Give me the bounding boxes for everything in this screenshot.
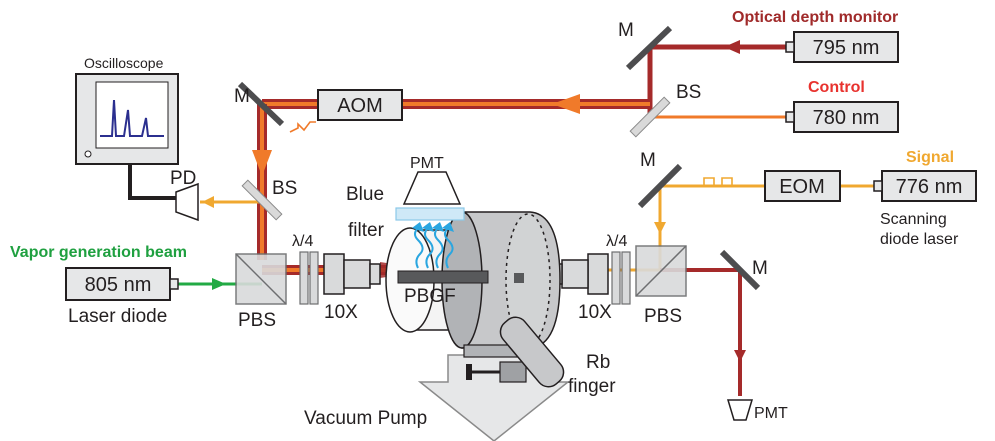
mirror-right-label: M (640, 150, 656, 171)
vacuum-pump-label: Vacuum Pump (304, 408, 427, 429)
rb-label: Rb (586, 352, 610, 373)
beamsplitter-top (629, 96, 671, 138)
mirror-right (637, 163, 683, 209)
laser-780-box: 780 nm (785, 101, 899, 133)
laser-795-label: 795 nm (813, 37, 880, 59)
mirror-bottom-right-label: M (752, 258, 768, 279)
beam-795 (647, 40, 788, 115)
beam-to-pd (200, 196, 262, 208)
qwp-right-label: λ/4 (606, 233, 627, 250)
qwp-left-label: λ/4 (292, 233, 313, 250)
obj-left-label: 10X (324, 302, 358, 323)
eom-label: EOM (779, 176, 825, 198)
optical-depth-monitor-label: Optical depth monitor (732, 9, 898, 26)
waveplate-left (299, 251, 319, 305)
beamsplitter-left (241, 179, 283, 221)
pbs-left-label: PBS (238, 310, 276, 331)
pbgf-label: PBGF (404, 286, 456, 307)
finger-label: finger (568, 376, 616, 397)
vapor-generation-beam-label: Vapor generation beam (10, 244, 187, 261)
blue-filter (395, 207, 465, 221)
bs-top-label: BS (676, 82, 701, 103)
oscilloscope (75, 73, 179, 200)
pmt-top-label: PMT (410, 155, 444, 172)
pd-label: PD (170, 168, 196, 189)
laser-diode-label: Laser diode (68, 306, 167, 327)
laser-795-box: 795 nm (785, 31, 899, 63)
filter-label: filter (348, 220, 385, 241)
laser-805-label: 805 nm (85, 274, 152, 296)
pmt-top-detector (402, 171, 462, 205)
aom-label: AOM (337, 95, 383, 117)
waveplate-right (611, 251, 631, 305)
obj-right-label: 10X (578, 302, 612, 323)
signal-label: Signal (906, 149, 954, 166)
fluorescence-arrowheads (412, 222, 454, 232)
mirror-bottom-right (719, 249, 761, 291)
diode-laser-label: diode laser (880, 231, 959, 248)
laser-776-label: 776 nm (896, 176, 963, 198)
aom-box: AOM (317, 89, 403, 121)
objective-left (323, 253, 381, 295)
control-label: Control (808, 79, 865, 96)
eom-box: EOM (764, 170, 841, 202)
oscilloscope-label: Oscilloscope (84, 55, 164, 71)
photodiode (175, 182, 199, 222)
laser-776-box: 776 nm (873, 170, 977, 202)
pbs-left (235, 253, 287, 305)
vacuum-chamber (385, 211, 571, 441)
mirror-top-label: M (618, 20, 634, 41)
mirror-left (237, 81, 285, 127)
scanning-label: Scanning (880, 211, 947, 228)
pbs-right (635, 245, 687, 297)
laser-780-label: 780 nm (813, 107, 880, 129)
laser-805-box: 805 nm (65, 267, 179, 301)
pmt-bottom-label: PMT (754, 405, 788, 422)
blue-label: Blue (346, 184, 384, 205)
mirror-left-label: M (234, 86, 250, 107)
fluorescence-arrows (414, 227, 454, 269)
pmt-bottom-detector (726, 399, 754, 421)
mirror-top (625, 25, 673, 71)
bs-left-label: BS (272, 178, 297, 199)
pbs-right-label: PBS (644, 306, 682, 327)
